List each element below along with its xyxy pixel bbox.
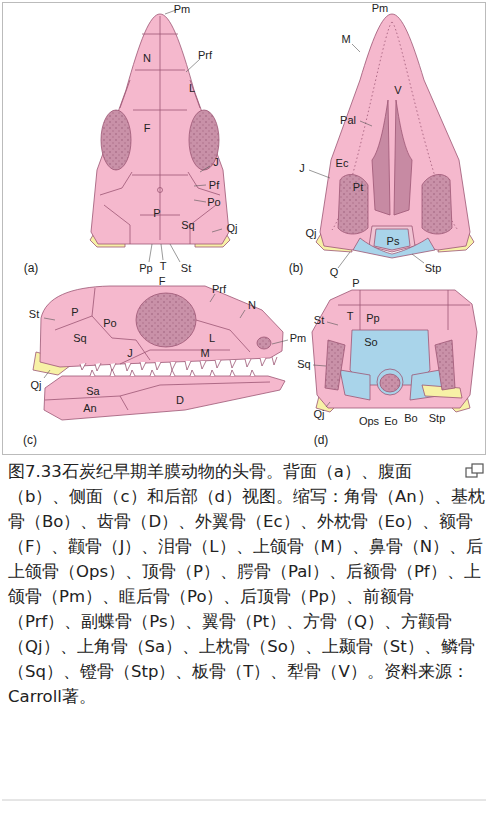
bone-label: Qj xyxy=(314,409,325,420)
bone-label: St xyxy=(29,309,39,320)
bone-label: Prf xyxy=(198,50,212,61)
bone-label: Bo xyxy=(404,413,417,424)
panel-letter: (c) xyxy=(23,434,37,446)
bone-label: L xyxy=(189,83,195,94)
bone-label: Ec xyxy=(336,158,349,169)
panel-letter: (d) xyxy=(314,434,329,446)
bone-label: Q xyxy=(330,267,339,278)
bone-label: Stp xyxy=(425,263,442,274)
caption-text: 图7.33石炭纪早期羊膜动物的头骨。背面（a）、腹面（b）、侧面（c）和后部（d… xyxy=(8,462,485,706)
bone-label: St xyxy=(181,263,191,274)
bone-label: P xyxy=(352,278,359,289)
bone-label: T xyxy=(160,261,167,272)
bone-label: J xyxy=(127,348,133,359)
bone-label: Pm xyxy=(174,4,191,15)
bone-label: Po xyxy=(103,318,116,329)
bone-label: N xyxy=(143,53,151,64)
panel-letter: (a) xyxy=(24,262,39,274)
bone-label: Ops xyxy=(359,416,379,427)
bone-label: Qj xyxy=(306,228,317,239)
bone-label: Pal xyxy=(340,115,356,126)
bone-label: Pm xyxy=(290,333,307,344)
bone-label: Qj xyxy=(227,223,238,234)
bone-label: Sq xyxy=(297,359,310,370)
bone-label: Pf xyxy=(209,180,219,191)
bone-label: F xyxy=(159,276,166,287)
bone-label: Pm xyxy=(372,3,389,14)
bone-label: An xyxy=(83,403,96,414)
bone-label: So xyxy=(364,337,377,348)
bone-label: L xyxy=(209,333,215,344)
bone-label: F xyxy=(144,123,151,134)
bone-label: V xyxy=(394,85,401,96)
bone-label: Stp xyxy=(429,413,446,424)
bone-label: Qj xyxy=(31,380,42,391)
panel-letter: (b) xyxy=(289,262,304,274)
bone-label: Pt xyxy=(353,182,363,193)
enlarge-icon xyxy=(464,462,486,480)
bone-label: Prf xyxy=(212,284,226,295)
bone-label: St xyxy=(314,315,324,326)
bone-label: Pp xyxy=(139,263,152,274)
bone-label: P xyxy=(153,208,160,219)
figure-caption: 图7.33石炭纪早期羊膜动物的头骨。背面（a）、腹面（b）、侧面（c）和后部（d… xyxy=(8,459,486,709)
bone-label: J xyxy=(299,163,305,174)
bone-label: J xyxy=(213,157,219,168)
bone-label: Eo xyxy=(384,416,397,427)
bone-label: Sq xyxy=(73,333,86,344)
bone-label: P xyxy=(71,307,78,318)
bone-label: N xyxy=(248,300,256,311)
bone-label: Sa xyxy=(86,386,99,397)
bone-label: Sq xyxy=(181,220,194,231)
bone-label: Po xyxy=(207,197,220,208)
bone-label: M xyxy=(341,34,350,45)
bone-label: M xyxy=(200,348,209,359)
bone-label: T xyxy=(347,311,354,322)
bone-label: Pp xyxy=(366,313,379,324)
bone-label: D xyxy=(176,395,184,406)
bone-label: Ps xyxy=(387,236,400,247)
